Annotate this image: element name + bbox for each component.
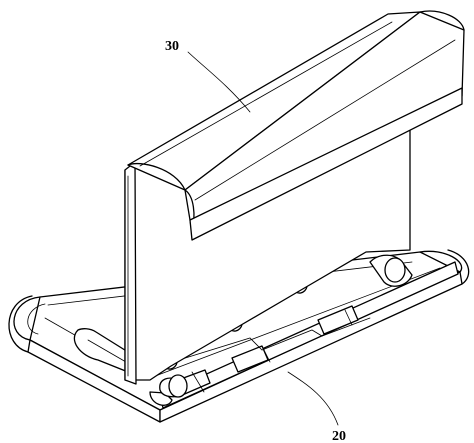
top-channel: [127, 10, 465, 241]
leader-line-30: [187, 51, 251, 113]
reference-label-30: 30: [165, 39, 179, 54]
leader-lines: [187, 51, 339, 426]
leader-line-20: [287, 371, 339, 426]
roller-slots: [73, 254, 413, 398]
reference-label-20: 20: [332, 429, 346, 443]
